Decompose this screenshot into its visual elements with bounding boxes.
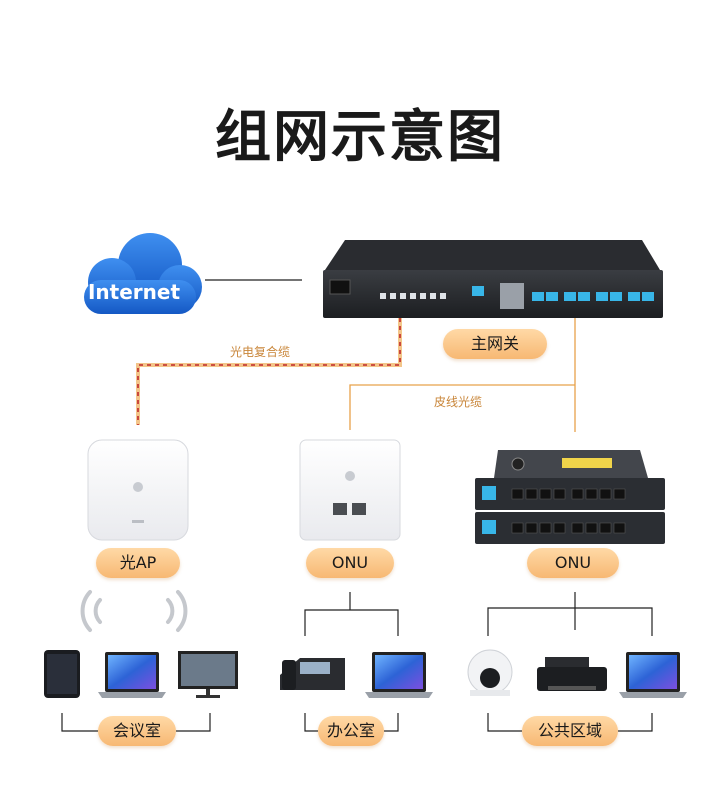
monitor-icon [178, 651, 238, 698]
ap-device [87, 439, 189, 541]
public-area-label: 公共区域 [522, 716, 618, 746]
laptop-icon [365, 652, 433, 698]
gateway-label: 主网关 [443, 329, 547, 359]
ap-label: 光AP [96, 548, 180, 578]
drop-fiber-label: 皮线光缆 [434, 395, 483, 409]
public-tree-lines [487, 592, 653, 636]
fiber-copper-label: 光电复合缆 [230, 345, 291, 359]
public-bracket [487, 713, 653, 732]
meeting-room-label: 会议室 [98, 716, 176, 746]
security-camera-icon [467, 649, 513, 696]
onu-panel-label: ONU [306, 548, 394, 578]
cloud-icon [84, 233, 202, 314]
office-label: 办公室 [318, 716, 384, 746]
laptop-icon [98, 652, 166, 698]
drop-fiber-cable [349, 318, 576, 432]
smartphone-icon [44, 650, 80, 698]
wifi-signal-icon [80, 590, 188, 632]
internet-label: Internet [87, 280, 181, 304]
desk-phone-icon [280, 658, 345, 690]
fiber-copper-cable [136, 318, 402, 425]
gateway-device [323, 240, 663, 318]
printer-icon [537, 657, 607, 691]
onu-box-label: ONU [527, 548, 619, 578]
meeting-bracket [61, 713, 211, 732]
page-title: 组网示意图 [215, 105, 505, 170]
laptop-icon [619, 652, 687, 698]
office-bracket [304, 713, 399, 732]
office-tree-lines [304, 592, 399, 636]
onu-panel-device [299, 439, 401, 541]
onu-box-device [475, 450, 665, 544]
